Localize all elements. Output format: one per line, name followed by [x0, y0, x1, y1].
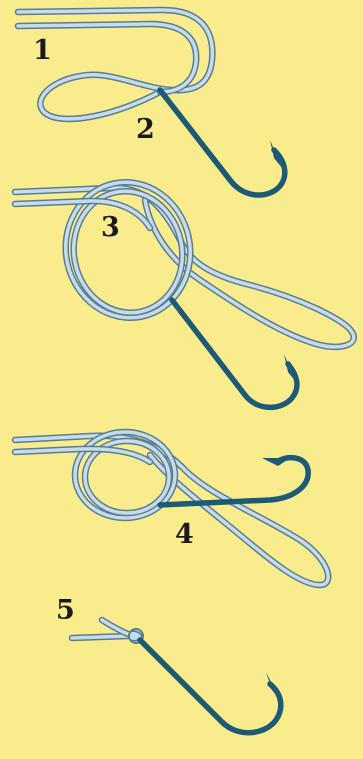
fishing-line: [14, 6, 216, 123]
step-5-illustration: [68, 616, 284, 736]
fishing-line: [68, 616, 132, 642]
fishing-hook: [157, 455, 311, 508]
step-label: 1: [33, 35, 52, 66]
fishing-line: [11, 428, 332, 589]
step-label: 4: [175, 519, 194, 550]
fishing-hook: [137, 637, 284, 736]
step-4-illustration: [11, 428, 332, 589]
fishing-hook: [169, 297, 300, 411]
step-label: 2: [136, 114, 155, 145]
knot: [128, 628, 144, 644]
step-label: 5: [56, 595, 75, 626]
step-3-illustration: [11, 178, 357, 411]
fishing-hook: [157, 87, 288, 198]
step-1-2-illustration: [14, 6, 288, 198]
step-label: 3: [101, 212, 120, 243]
fishing-line: [11, 178, 357, 351]
